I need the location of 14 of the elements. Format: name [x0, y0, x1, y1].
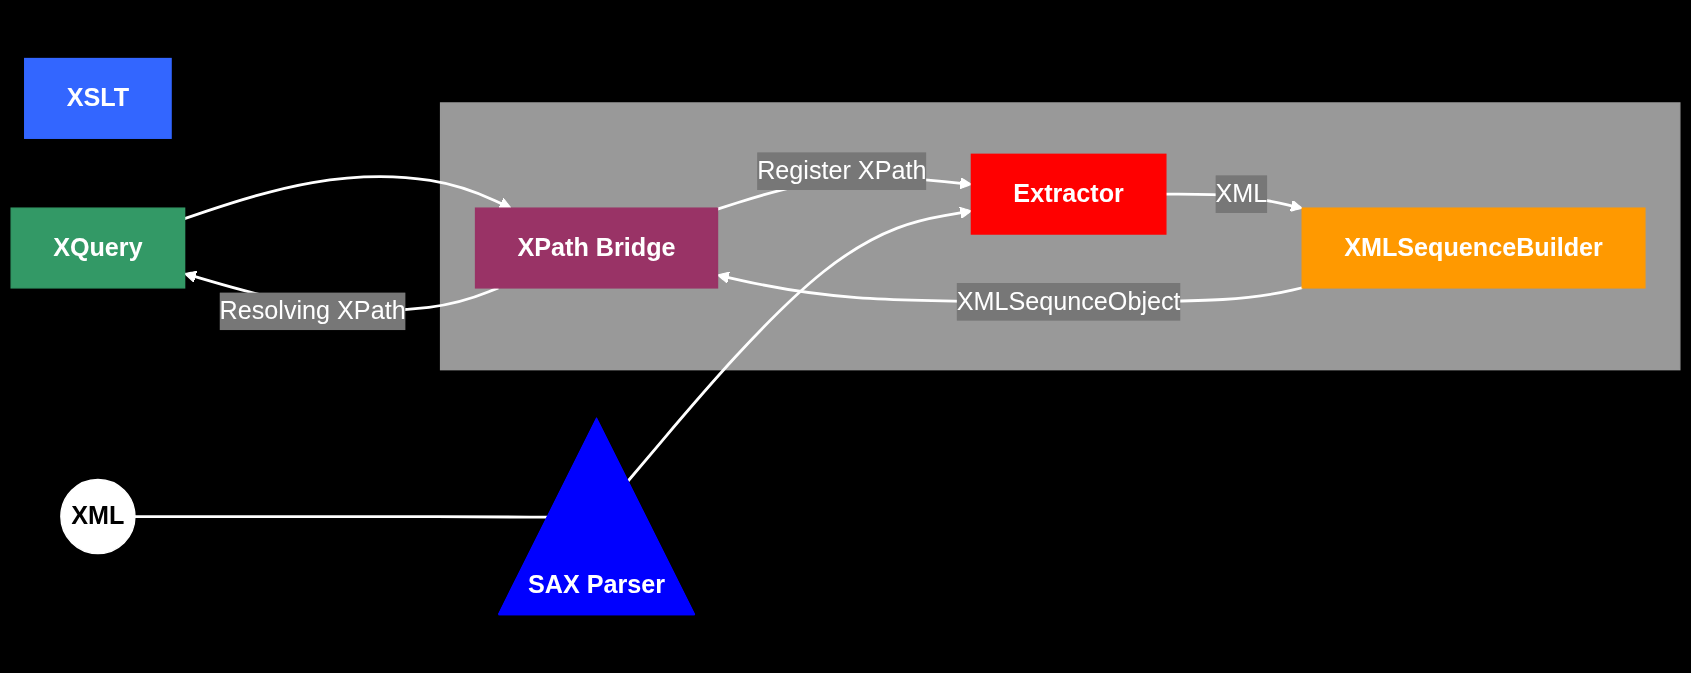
node-box: XSLT [24, 57, 172, 139]
node-box: XPath Bridge [474, 207, 719, 289]
cluster [439, 102, 1681, 371]
edge-label: XMLSequnceObject [956, 287, 1181, 316]
edge-label: Resolving XPath [219, 296, 406, 325]
node-circle: XML [60, 478, 136, 555]
arrow [627, 206, 972, 482]
node-box: XQuery [10, 207, 186, 289]
node-box: Extractor [970, 153, 1167, 235]
connector [134, 515, 549, 519]
arrow [184, 175, 512, 220]
edge-label: Register XPath [757, 156, 927, 185]
node-box: XMLSequenceBuilder [1301, 207, 1646, 289]
edge-label: XML [1215, 179, 1268, 208]
